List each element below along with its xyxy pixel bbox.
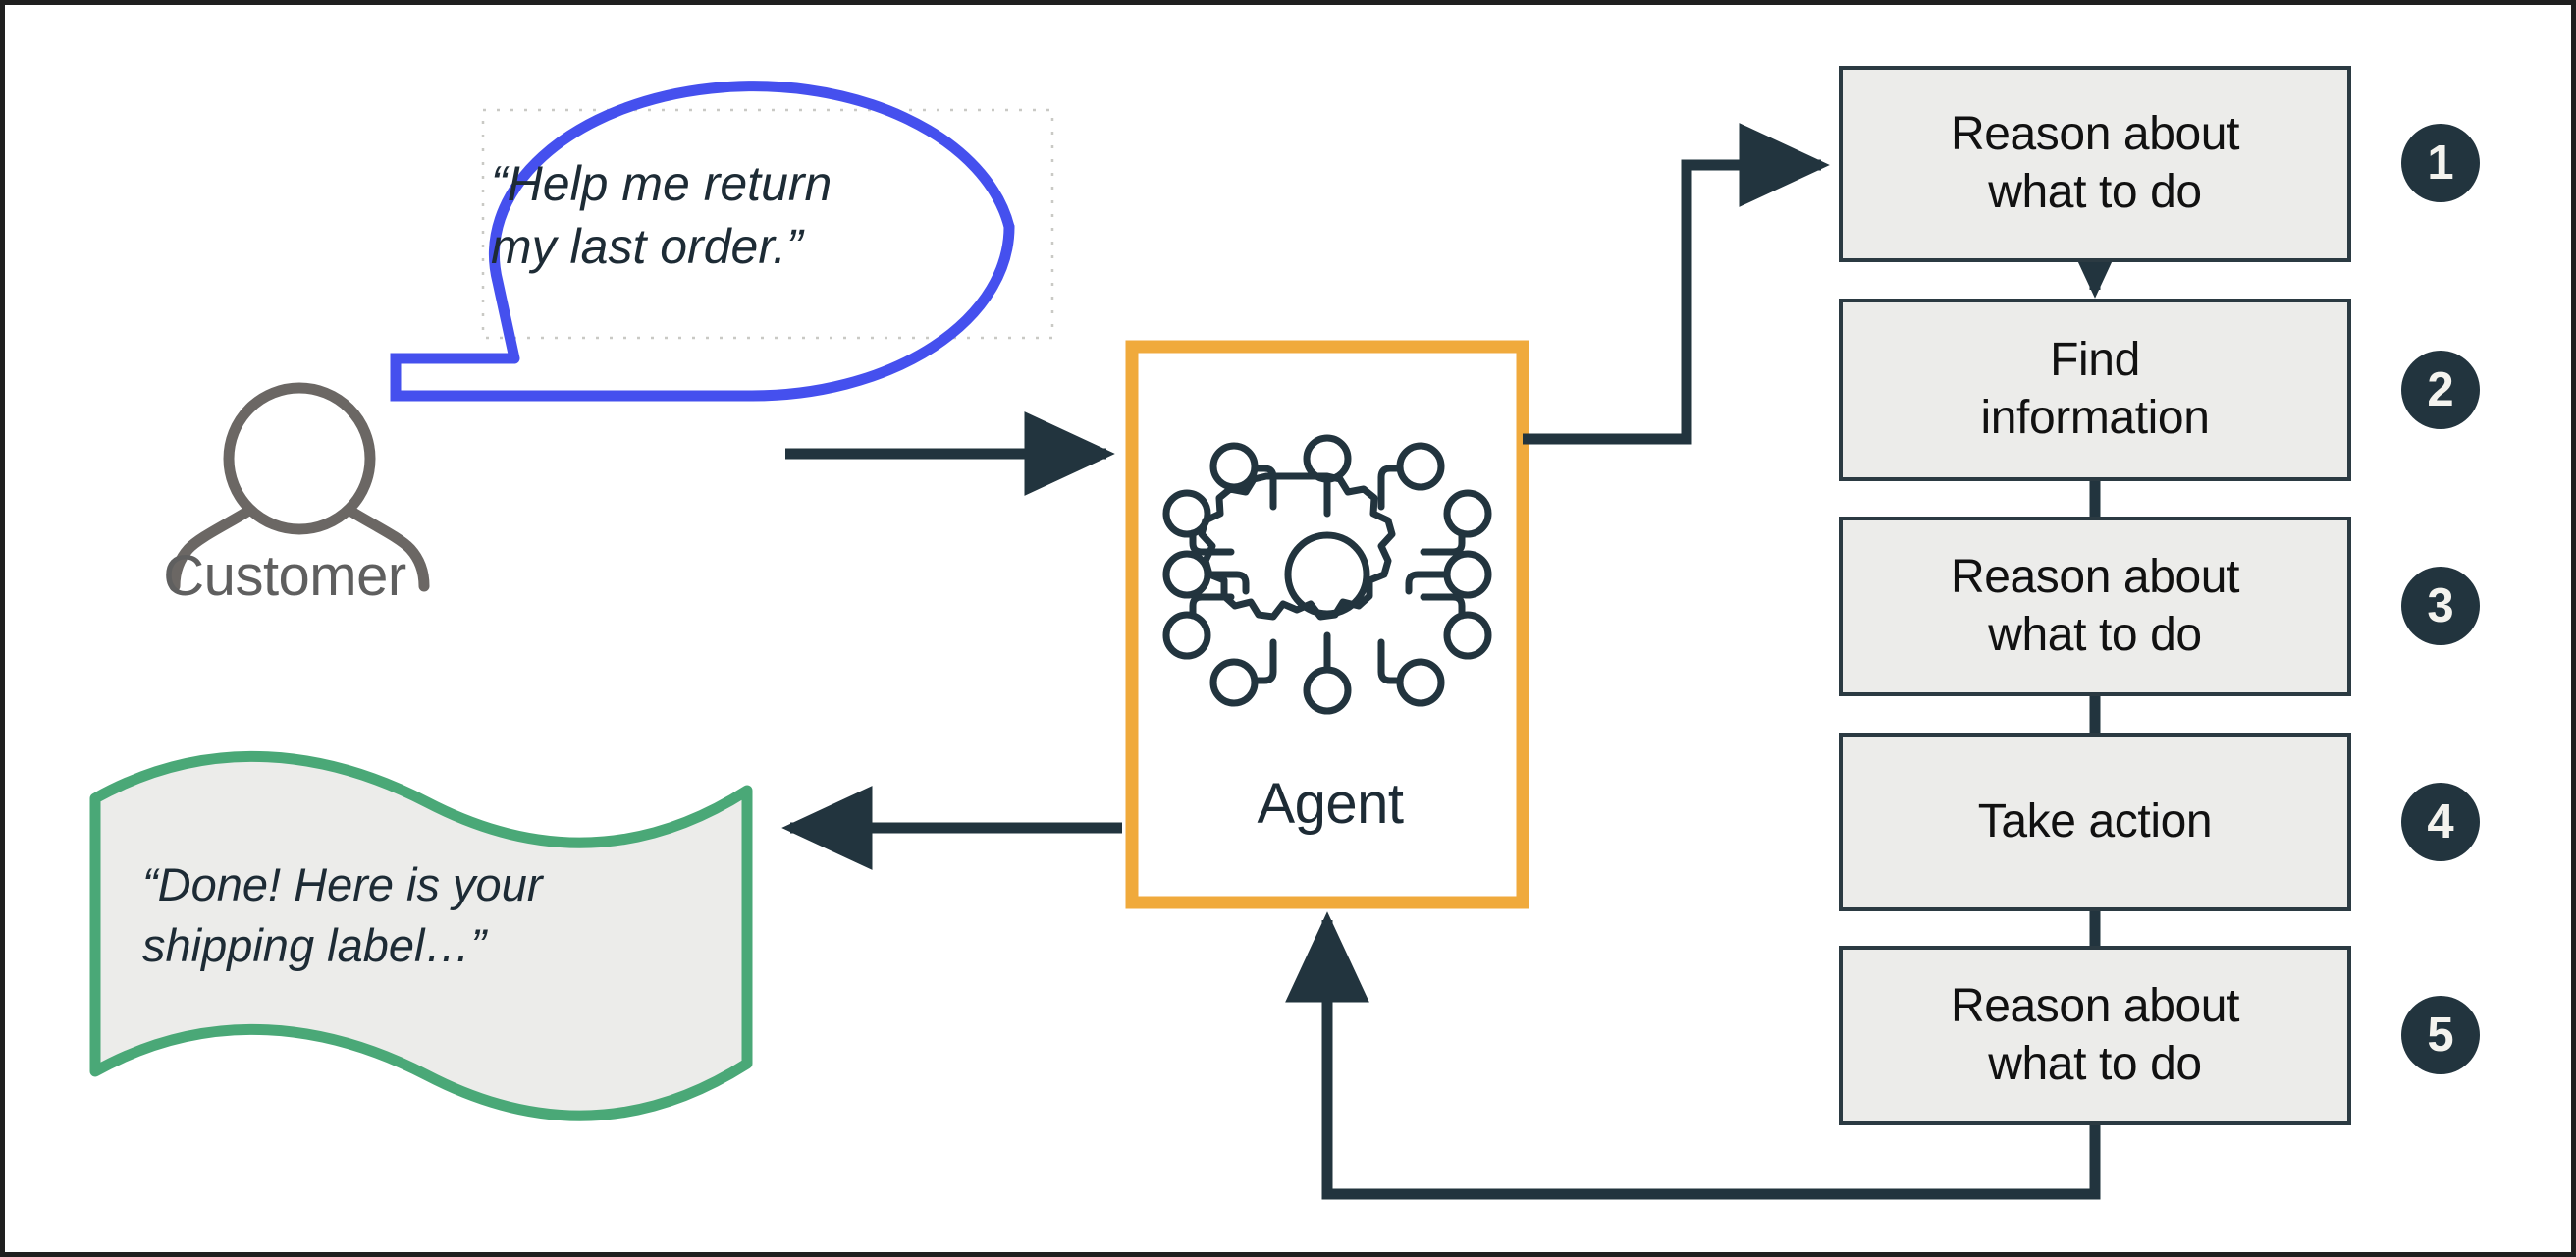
customer-label: Customer [163,544,406,608]
step-box-5-line-1: Reason about [1950,979,2240,1032]
step-badge-2: 2 [2401,351,2480,429]
speech-bubble-text-line-2: my last order.” [491,219,803,274]
step-box-4-label: Take action [1977,793,2213,851]
step-box-3-label: Reason about what to do [1950,549,2240,664]
step-box-2-line-2: information [1980,392,2210,444]
gear-network-icon [1162,434,1492,715]
step-box-1-line-1: Reason about [1950,108,2240,161]
speech-bubble-shape [390,81,1015,402]
response-banner-text-line-2: shipping label…” [142,919,487,972]
speech-bubble-text: “Help me return my last order.” [491,152,1060,278]
connector-step-5-to-agent [1285,911,2101,1200]
diagram-graphics [89,81,2137,1200]
step-box-3[interactable]: Reason about what to do [1839,517,2351,696]
step-box-1-label: Reason about what to do [1950,106,2240,221]
step-box-2-label: Find information [1980,332,2209,447]
response-banner-shape [89,750,753,1121]
step-box-1-line-2: what to do [1988,166,2202,218]
step-box-1[interactable]: Reason about what to do [1839,66,2351,262]
step-box-4[interactable]: Take action [1839,733,2351,911]
step-badge-4: 4 [2401,783,2480,861]
step-box-3-line-2: what to do [1988,608,2202,661]
step-badge-5: 5 [2401,996,2480,1074]
step-box-5-label: Reason about what to do [1950,978,2240,1093]
step-box-4-line-1: Take action [1977,794,2213,847]
connector-agent-to-step-1 [1523,123,1830,445]
response-banner-text-line-1: “Done! Here is your [142,858,543,910]
response-banner-text: “Done! Here is your shipping label…” [142,854,712,976]
person-icon [169,382,430,592]
step-box-2-line-1: Find [2050,334,2140,387]
step-badge-1: 1 [2401,124,2480,202]
step-box-2[interactable]: Find information [1839,299,2351,481]
speech-bubble-text-line-1: “Help me return [491,156,832,211]
agent-label: Agent [1257,772,1404,836]
step-box-5[interactable]: Reason about what to do [1839,946,2351,1125]
step-box-3-line-1: Reason about [1950,550,2240,603]
step-box-5-line-2: what to do [1988,1037,2202,1090]
step-badge-3: 3 [2401,567,2480,645]
